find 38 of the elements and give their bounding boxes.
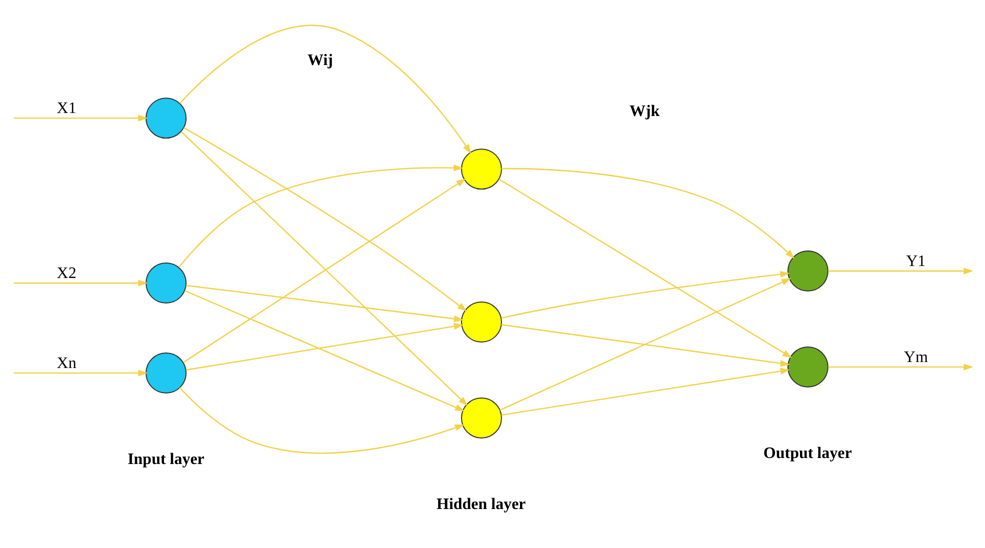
- node-circle: [787, 346, 828, 388]
- label: Hidden layer: [436, 495, 526, 512]
- arrow: [501, 324, 790, 366]
- arrow: [186, 322, 464, 370]
- edge-label: Y1: [906, 252, 926, 270]
- arrow: [184, 290, 465, 411]
- arrow: [14, 279, 148, 286]
- arrow: [183, 178, 466, 362]
- node-circle: [146, 352, 187, 394]
- node-circle: [146, 97, 187, 138]
- edge-label: X2: [56, 264, 76, 282]
- arrow: [498, 178, 792, 358]
- arrow: [183, 126, 467, 311]
- node-circle: [787, 250, 828, 292]
- arrow: [180, 130, 468, 406]
- arrow: [502, 167, 795, 258]
- edge-label: Ym: [904, 348, 928, 366]
- arrow: [186, 284, 464, 322]
- arrow: [828, 363, 974, 370]
- label: Input layer: [128, 450, 204, 468]
- label: Wjk: [629, 102, 660, 120]
- arrow: [501, 270, 790, 318]
- label: Wij: [308, 51, 334, 68]
- node-circle: [461, 301, 502, 342]
- node-circle: [146, 262, 187, 304]
- arrow: [179, 386, 465, 454]
- arrow: [14, 114, 148, 121]
- node-circle: [461, 397, 502, 438]
- arrow: [501, 367, 790, 416]
- node-circle: [461, 148, 502, 190]
- arrow: [179, 24, 472, 154]
- arrow: [14, 369, 148, 376]
- arrow: [828, 267, 974, 274]
- edge-label: X1: [56, 99, 76, 116]
- edge-label: Xn: [56, 354, 76, 372]
- label: Output layer: [763, 444, 852, 462]
- arrow: [500, 278, 792, 410]
- arrow: [178, 164, 464, 268]
